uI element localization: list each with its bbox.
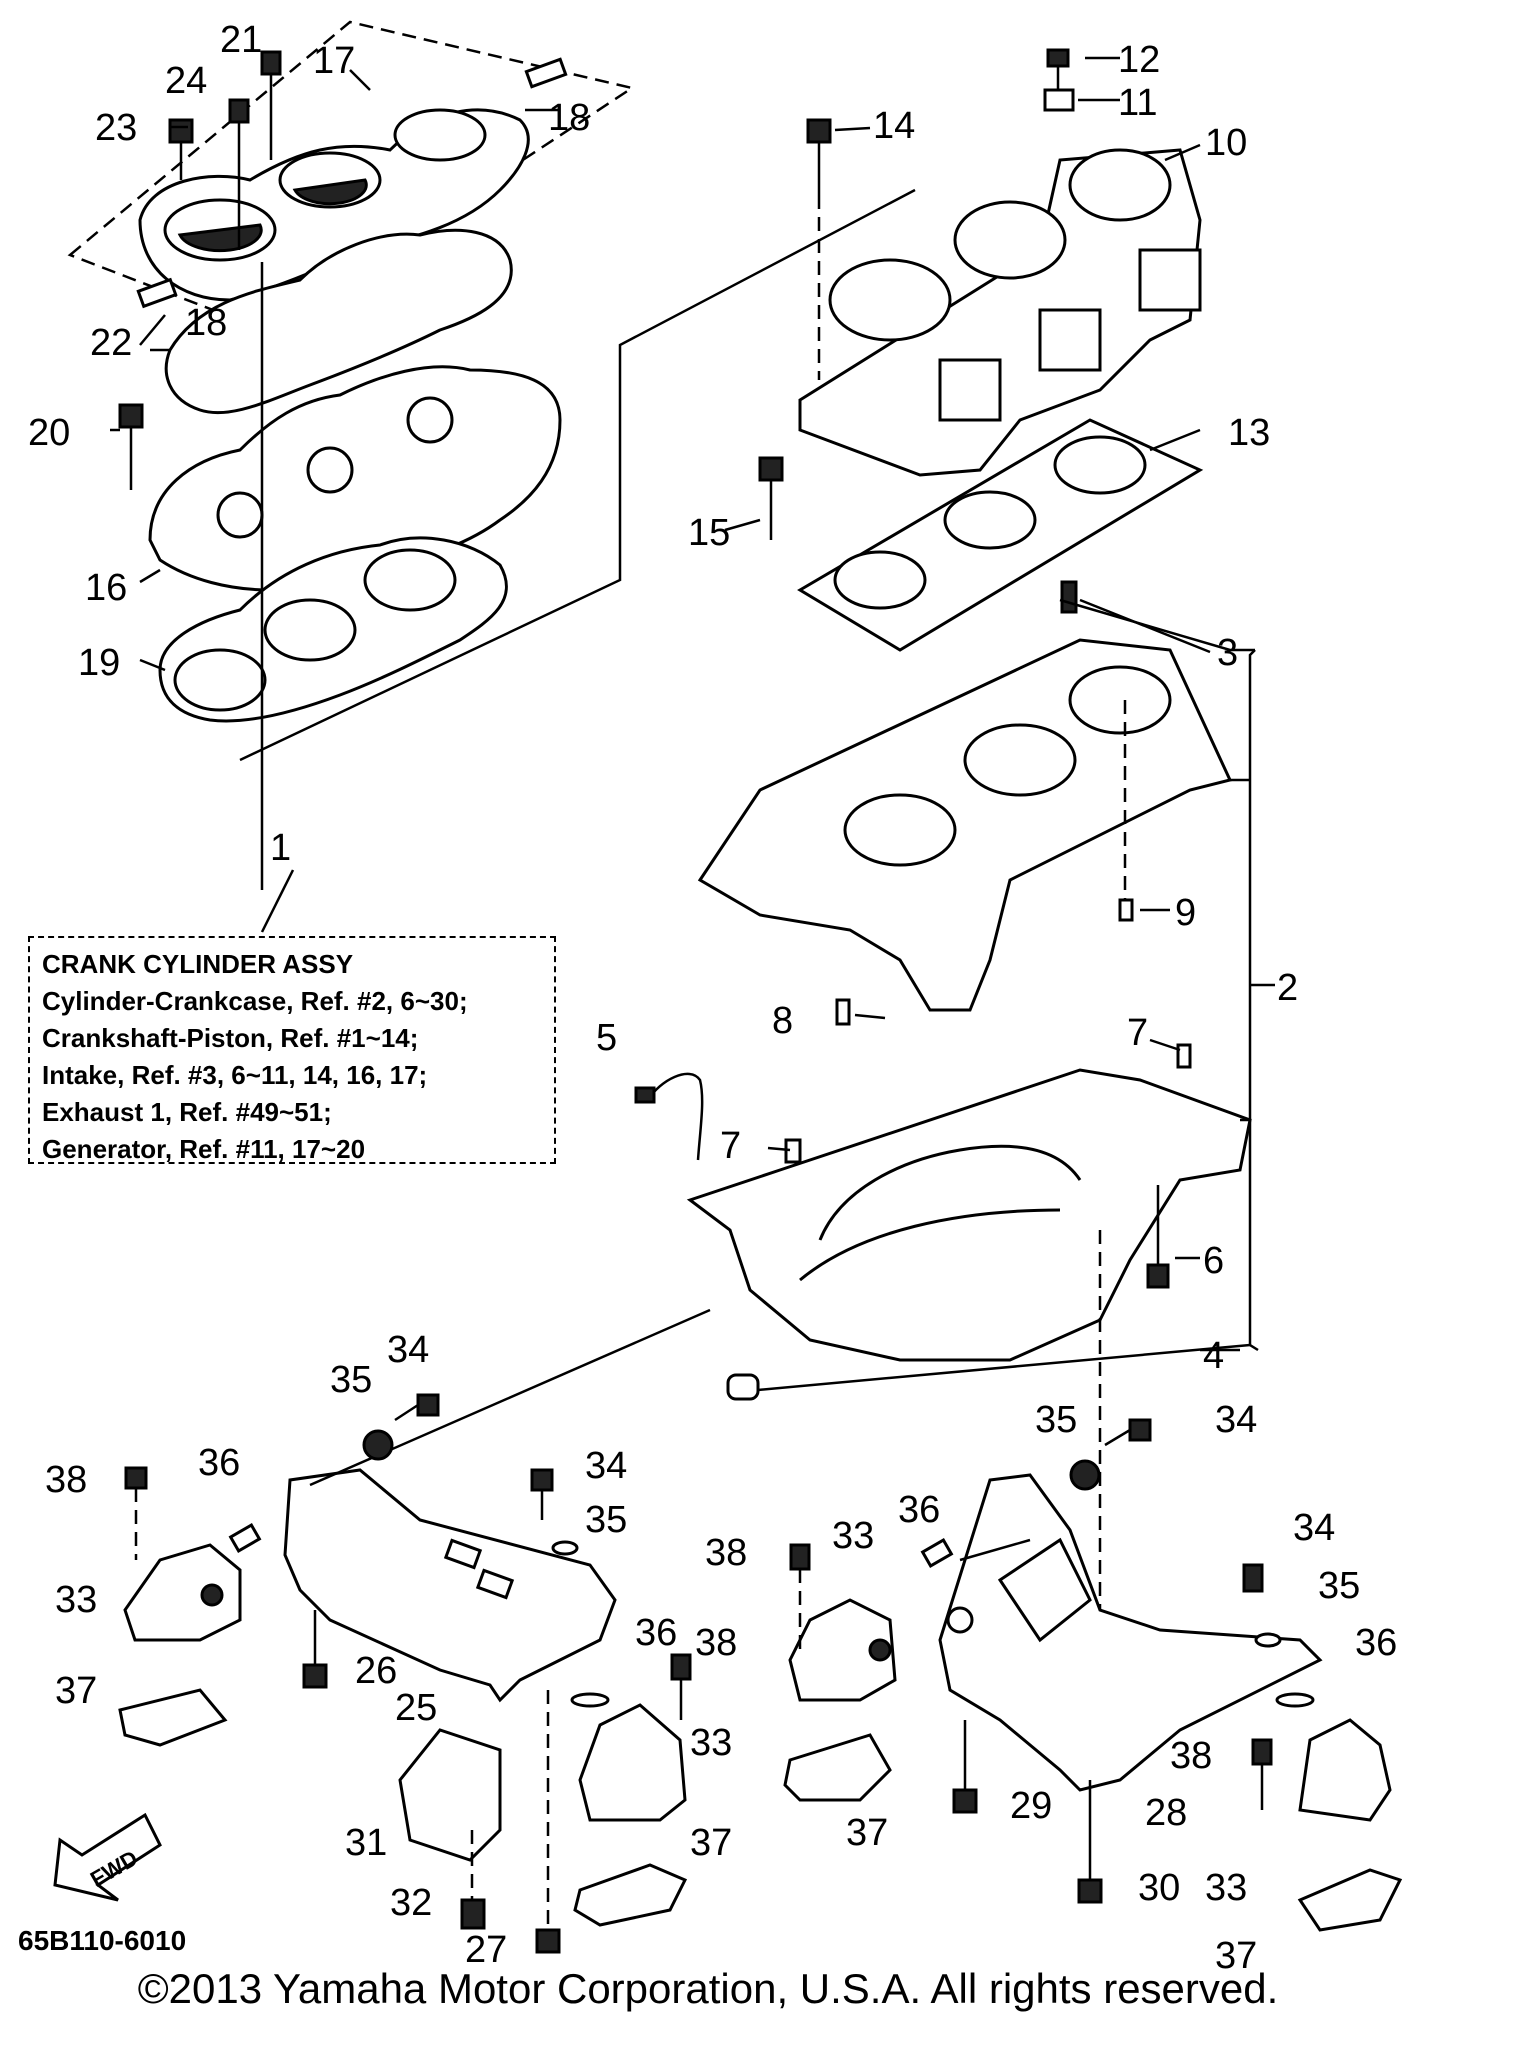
engine-mount-28 [938,1473,1323,1792]
callout-38: 38 [45,1459,87,1501]
callout-31: 31 [345,1822,387,1864]
callout-8: 8 [772,1000,793,1042]
rubber-mount-33-right [1298,1718,1392,1822]
callout-24: 24 [165,60,207,102]
callout-20: 20 [28,412,70,454]
callout-37: 37 [846,1812,888,1854]
callout-35: 35 [330,1359,372,1401]
callout-17: 17 [313,40,355,82]
callout-33: 33 [1205,1867,1247,1909]
head-cover-group [67,20,636,332]
assembly-line: Cylinder-Crankcase, Ref. #2, 6~30; [42,986,468,1016]
callout-16: 16 [85,567,127,609]
callout-38: 38 [1170,1735,1212,1777]
callout-3: 3 [1217,632,1238,674]
mount-31 [398,1728,502,1862]
rubber-mount-33-center [788,1598,897,1702]
rubber-mount-33-left [123,1543,242,1642]
bolts-cylinder [758,48,1075,540]
callout-29: 29 [1010,1785,1052,1827]
callout-37: 37 [690,1822,732,1864]
upper-crankcase [697,638,1233,1012]
callout-5: 5 [596,1017,617,1059]
callout-33: 33 [832,1515,874,1557]
assembly-line: Intake, Ref. #3, 6~11, 14, 16, 17; [42,1060,428,1090]
diagram-code: 65B110-6010 [18,1925,187,1956]
assembly-line: Crankshaft-Piston, Ref. #1~14; [42,1023,419,1053]
callout-36: 36 [898,1489,940,1531]
bolts-top-left [118,50,568,490]
assembly-note-box: CRANK CYLINDER ASSY Cylinder-Crankcase, … [28,936,556,1164]
cylinder-block-10 [798,148,1202,477]
callout-1: 1 [270,827,291,869]
callout-36: 36 [1355,1622,1397,1664]
callout-35: 35 [1318,1565,1360,1607]
callout-2: 2 [1277,967,1298,1009]
callout-34: 34 [1215,1399,1257,1441]
callout-38: 38 [705,1532,747,1574]
callout-33: 33 [690,1722,732,1764]
callout-10: 10 [1205,122,1247,164]
callout-30: 30 [1138,1867,1180,1909]
callout-15: 15 [688,512,730,554]
callout-36: 36 [635,1612,677,1654]
callout-36: 36 [198,1442,240,1484]
callout-11: 11 [1118,82,1157,124]
fwd-arrow-icon: FWD [53,1812,162,1902]
callout-18: 18 [548,97,590,139]
callout-labels: 21 24 17 18 23 18 22 20 16 19 12 11 14 1… [28,19,1397,1977]
callout-27: 27 [465,1929,507,1971]
callout-28: 28 [1145,1792,1187,1834]
rubber-mount-33-mid [578,1703,687,1822]
callout-37: 37 [55,1670,97,1712]
callout-26: 26 [355,1650,397,1692]
callout-34: 34 [585,1445,627,1487]
assembly-line: Generator, Ref. #11, 17~20 [42,1134,366,1164]
assembly-line: Exhaust 1, Ref. #49~51; [42,1097,332,1127]
callout-25: 25 [395,1687,437,1729]
callout-9: 9 [1175,892,1196,934]
callout-14: 14 [873,105,915,147]
callout-19: 19 [78,642,120,684]
callout-38: 38 [695,1622,737,1664]
callout-35: 35 [1035,1399,1077,1441]
callout-34: 34 [1293,1507,1335,1549]
leader-lines [110,56,1240,1352]
callout-33: 33 [55,1579,97,1621]
assembly-title: CRANK CYLINDER ASSY [42,949,354,979]
callout-18: 18 [185,302,227,344]
callout-34: 34 [387,1329,429,1371]
callout-13: 13 [1228,412,1270,454]
callout-7: 7 [720,1125,741,1167]
callout-12: 12 [1118,39,1160,81]
callout-35: 35 [585,1499,627,1541]
callout-32: 32 [390,1882,432,1924]
callout-4: 4 [1203,1335,1224,1377]
callout-6: 6 [1203,1240,1224,1282]
callout-7: 7 [1127,1012,1148,1054]
copyright-notice: ©2013 Yamaha Motor Corporation, U.S.A. A… [137,1965,1279,2012]
callout-22: 22 [90,322,132,364]
callout-37: 37 [1215,1935,1257,1977]
engine-mount-25 [283,1468,617,1703]
head-gasket-22 [164,228,513,415]
callout-23: 23 [95,107,137,149]
callout-21: 21 [220,19,262,61]
